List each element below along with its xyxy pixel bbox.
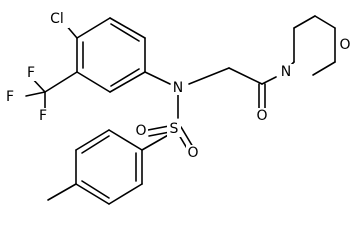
bond-aryl-nitrogen — [144, 71, 171, 85]
bond-cf3-fluorine-2 — [25, 91, 46, 97]
bond-nitrogen-methylene — [188, 67, 230, 85]
sulfur-label-background — [167, 121, 181, 137]
sulfonyl-oxygen-2-label: O — [187, 145, 198, 161]
chemical-structure: Cl F F F N S O O O N O — [3, 10, 352, 205]
sulfonyl-oxygen-1-label: O — [135, 123, 146, 139]
carbonyl-oxygen-label: O — [256, 108, 267, 124]
chlorine-label-background — [45, 10, 69, 28]
fluorine-label-background-3 — [36, 108, 50, 124]
morpholine-nitrogen-label-background — [279, 64, 293, 80]
morpholine-oxygen-label-background — [338, 37, 352, 53]
carbonyl-oxygen-label-background — [255, 108, 269, 124]
bond-tolyl-4 — [75, 183, 110, 205]
fluorine-label-2: F — [6, 89, 14, 105]
sulfur-label: S — [170, 121, 179, 137]
bond-morpholine-5 — [312, 61, 336, 76]
atom-labels: Cl F F F N S O O O N O — [3, 10, 352, 161]
bond-morpholine-3 — [314, 15, 336, 29]
sulfonyl-oxygen-2-label-background — [186, 145, 200, 161]
morpholine-oxygen-label: O — [339, 37, 350, 53]
bond-ring1-inner-2 — [110, 68, 140, 87]
bond-morpholine-2 — [293, 15, 316, 29]
bond-aryl-cf3 — [44, 71, 78, 93]
bond-tolyl-inner-2 — [81, 180, 110, 199]
fluorine-label-3: F — [39, 108, 47, 124]
bond-sulfur-oxygen-1a — [180, 126, 194, 148]
bond-ring1-6 — [76, 17, 111, 39]
bond-tolyl-methyl — [47, 183, 77, 201]
bond-ring1-1 — [109, 17, 146, 39]
bond-tolyl-2 — [75, 129, 110, 151]
bond-tolyl-1 — [108, 129, 143, 151]
morpholine-nitrogen-label: N — [281, 64, 291, 80]
bond-ring1-4 — [76, 71, 111, 93]
bond-tolyl-5 — [108, 183, 143, 205]
bond-carbonyl-morpholine-nitrogen — [261, 76, 277, 85]
fluorine-label-background-2 — [3, 89, 17, 105]
bond-sulfur-oxygen-2a — [147, 125, 170, 131]
bond-ring1-inner-1 — [110, 23, 140, 42]
bond-sulfur-aryl — [141, 133, 171, 151]
bond-ring1-3 — [109, 71, 146, 93]
bond-sulfur-oxygen-2b — [148, 131, 171, 137]
bond-tolyl-inner-3 — [81, 135, 110, 154]
fluorine-label-1: F — [27, 65, 35, 81]
fluorine-label-background-1 — [24, 65, 38, 81]
chlorine-label: Cl — [50, 11, 64, 27]
sulfonyl-oxygen-1-label-background — [134, 123, 148, 139]
bonds — [25, 15, 336, 205]
bond-methylene-carbonyl — [228, 67, 263, 85]
amine-nitrogen-label-background — [171, 79, 185, 95]
amine-nitrogen-label: N — [173, 80, 183, 96]
